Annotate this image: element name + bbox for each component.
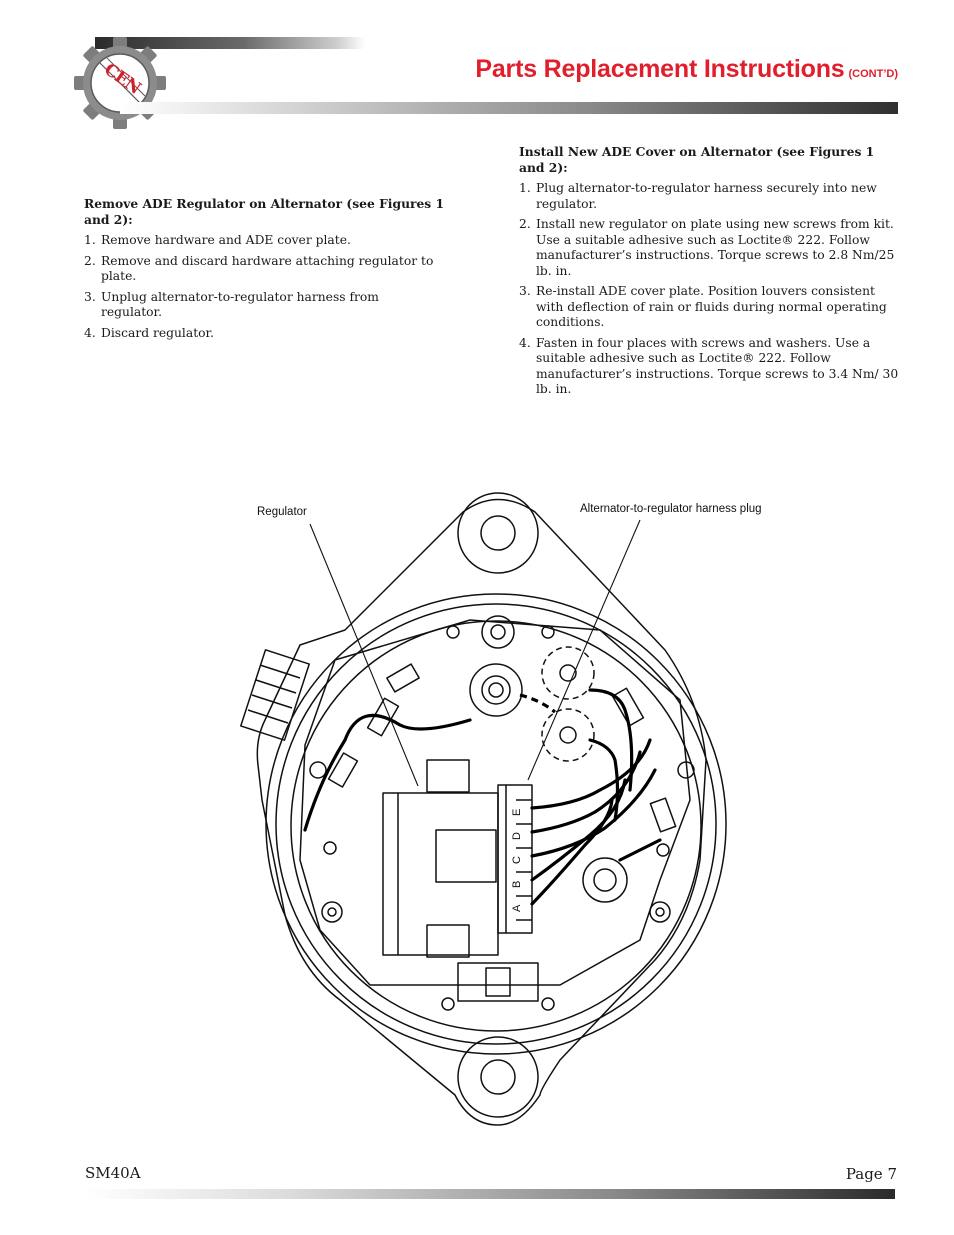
list-item: 4. Fasten in four places with screws and … bbox=[519, 336, 899, 398]
install-cover-steps: 1. Plug alternator-to-regulator harness s… bbox=[519, 181, 899, 398]
remove-regulator-heading: Remove ADE Regulator on Alternator (see … bbox=[84, 196, 445, 227]
list-item: 4. Discard regulator. bbox=[84, 326, 464, 342]
pin-label-c: C bbox=[511, 856, 523, 864]
remove-regulator-section: Remove ADE Regulator on Alternator (see … bbox=[84, 196, 464, 346]
list-item: 2. Install new regulator on plate using n… bbox=[519, 217, 899, 279]
title-rule bbox=[120, 102, 898, 114]
step-number: 1. bbox=[519, 181, 531, 195]
footer-decorative-bar bbox=[85, 1189, 895, 1199]
page-title: Parts Replacement Instructions(CONT’D) bbox=[475, 55, 898, 84]
step-number: 3. bbox=[84, 289, 96, 304]
list-item: 1. Plug alternator-to-regulator harness s… bbox=[519, 181, 899, 212]
harness-plug-callout: Alternator-to-regulator harness plug bbox=[580, 503, 762, 515]
pin-label-b: B bbox=[511, 881, 523, 888]
step-text: Re-install ADE cover plate. Position lou… bbox=[536, 284, 887, 329]
step-text: Discard regulator. bbox=[101, 325, 214, 340]
list-item: 1. Remove hardware and ADE cover plate. bbox=[84, 233, 464, 249]
step-number: 1. bbox=[84, 233, 96, 247]
step-number: 2. bbox=[84, 253, 96, 268]
step-text: Remove hardware and ADE cover plate. bbox=[101, 233, 351, 247]
page-title-main: Parts Replacement Instructions bbox=[475, 55, 845, 83]
regulator-callout: Regulator bbox=[257, 506, 307, 518]
header-decorative-bar bbox=[95, 37, 365, 49]
page-number: Page 7 bbox=[845, 1165, 897, 1183]
pin-label-e: E bbox=[511, 809, 523, 816]
install-cover-section: Install New ADE Cover on Alternator (see… bbox=[519, 144, 899, 403]
step-number: 2. bbox=[519, 217, 531, 231]
list-item: 3. Re-install ADE cover plate. Position l… bbox=[519, 284, 899, 331]
page-title-suffix: (CONT’D) bbox=[848, 68, 899, 80]
install-cover-heading: Install New ADE Cover on Alternator (see… bbox=[519, 144, 875, 175]
step-text: Unplug alternator-to-regulator harness f… bbox=[101, 289, 379, 320]
remove-regulator-steps: 1. Remove hardware and ADE cover plate. 2… bbox=[84, 233, 464, 341]
step-number: 4. bbox=[84, 325, 96, 340]
list-item: 3. Unplug alternator-to-regulator harness… bbox=[84, 290, 464, 321]
step-text: Install new regulator on plate using new… bbox=[536, 217, 895, 278]
step-number: 3. bbox=[519, 284, 531, 298]
pin-label-d: D bbox=[511, 832, 523, 840]
pin-label-a: A bbox=[511, 904, 523, 912]
step-text: Plug alternator-to-regulator harness sec… bbox=[536, 181, 877, 211]
step-text: Fasten in four places with screws and wa… bbox=[536, 335, 899, 397]
step-text: Remove and discard hardware attaching re… bbox=[101, 253, 434, 284]
step-number: 4. bbox=[519, 335, 531, 350]
list-item: 2. Remove and discard hardware attaching … bbox=[84, 254, 464, 285]
document-id: SM40A bbox=[85, 1164, 141, 1182]
